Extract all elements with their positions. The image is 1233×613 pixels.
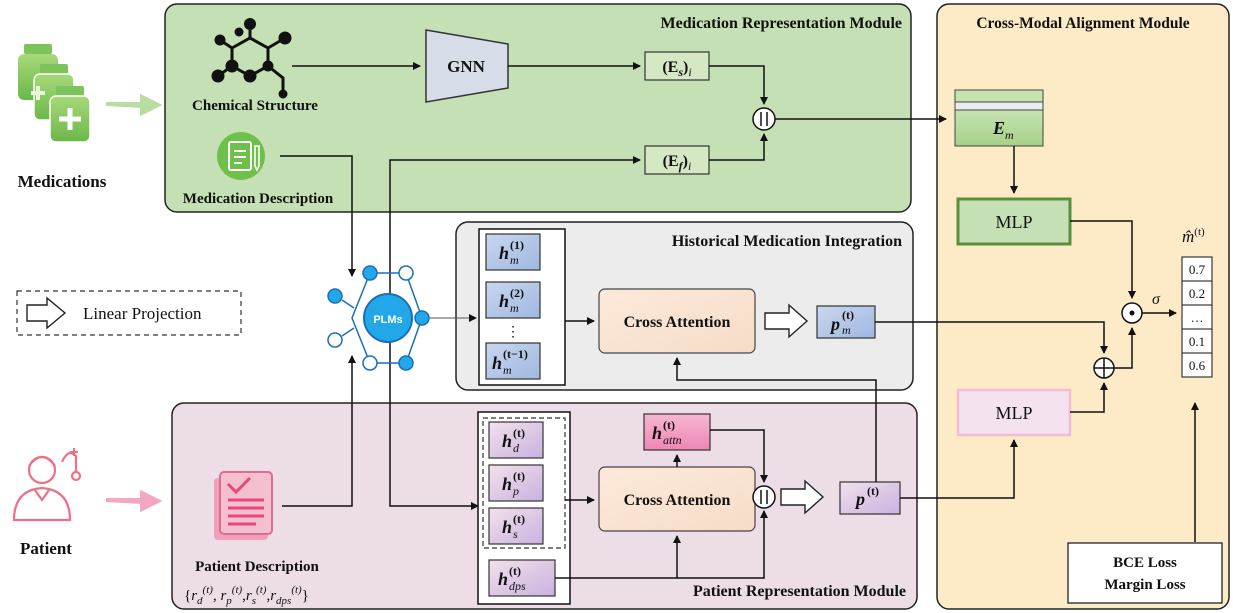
h-p-box: h p (t) (488, 464, 544, 502)
patient-h-dashed-group (482, 417, 566, 549)
plus-operator (1093, 357, 1115, 379)
svg-text:(2): (2) (510, 286, 524, 300)
medications-icon (18, 44, 91, 143)
m-hat-label: m̂(t) (1182, 226, 1205, 246)
plms-node (327, 265, 430, 371)
svg-text:p: p (829, 314, 840, 334)
p-box: p (t) (839, 481, 901, 515)
svg-text:(1): (1) (510, 238, 524, 252)
e-m-block: E m (954, 89, 1044, 147)
output-value: 0.1 (1189, 334, 1205, 349)
svg-text:d: d (513, 441, 520, 455)
svg-text:h: h (502, 431, 512, 451)
svg-text:(t): (t) (842, 308, 854, 322)
svg-text:h: h (502, 517, 512, 537)
h-m-1-box: h m (1) (485, 233, 541, 271)
h-ellipsis: ⋮ (506, 325, 520, 340)
medication-module-title: Medication Representation Module (661, 15, 902, 32)
patient-description-formula: {rd(t), rp(t),rs(t),rdps(t)} (184, 584, 309, 607)
p-m-box: p m (t) (816, 305, 876, 339)
h-m-t-1-box: h m (t−1) (485, 342, 541, 380)
chemical-structure-icon (211, 18, 292, 99)
historical-cross-attention-label: Cross Attention (624, 314, 731, 331)
svg-text:h: h (502, 474, 512, 494)
patient-description-label: Patient Description (195, 559, 319, 575)
svg-text:h: h (498, 569, 508, 589)
svg-text:m: m (510, 301, 519, 315)
concat-operator-bottom (752, 485, 776, 509)
patient-description-icon (214, 471, 273, 540)
plms-label: PLMs (373, 314, 402, 326)
svg-text:(t): (t) (509, 564, 521, 578)
svg-text:(t−1): (t−1) (503, 347, 528, 361)
concat-operator-top (752, 107, 776, 131)
h-m-2-box: h m (2) (485, 281, 541, 319)
medication-description-icon (217, 132, 265, 180)
dot-operator (1121, 302, 1143, 324)
svg-text:s: s (513, 527, 518, 541)
patient-module-title: Patient Representation Module (693, 583, 906, 600)
h-attn-box: h attn (t) (643, 413, 711, 451)
output-value: … (1191, 310, 1204, 325)
output-cell (1181, 352, 1213, 378)
svg-text:(t): (t) (513, 426, 525, 440)
projection-arrow-historical (764, 303, 809, 339)
svg-text:(t): (t) (513, 512, 525, 526)
h-d-box: h d (t) (488, 421, 544, 459)
patient-arrow (105, 489, 163, 513)
projection-arrow-patient (780, 479, 825, 515)
cross-modal-module-title: Cross-Modal Alignment Module (976, 15, 1189, 32)
svg-text:dps: dps (509, 579, 526, 593)
svg-text:m: m (503, 363, 512, 377)
patient-label: Patient (20, 539, 72, 558)
historical-cross-attention-box (598, 288, 756, 354)
svg-text:m: m (1005, 128, 1014, 142)
ef-box (644, 145, 710, 175)
medication-description-label: Medication Description (183, 191, 334, 207)
output-value: 0.7 (1189, 262, 1206, 277)
mlp-bottom-box (956, 388, 1072, 437)
gnn-block (425, 29, 509, 103)
h-s-box: h s (t) (488, 507, 544, 545)
output-cell (1181, 304, 1213, 330)
medications-label: Medications (18, 172, 107, 191)
historical-module-title: Historical Medication Integration (672, 233, 902, 250)
patient-icon (12, 448, 82, 522)
es-label: (Es)i (662, 59, 691, 79)
sigma-label: σ (1152, 291, 1161, 308)
svg-text:p: p (854, 489, 865, 509)
svg-text:h: h (499, 243, 509, 263)
loss-box (1067, 542, 1223, 604)
svg-text:h: h (499, 291, 509, 311)
output-value: 0.6 (1189, 358, 1206, 373)
svg-text:(t): (t) (513, 469, 525, 483)
cross-modal-module-bg (936, 3, 1230, 610)
chemical-structure-label: Chemical Structure (192, 98, 318, 114)
medications-arrow (105, 93, 163, 117)
output-value: 0.2 (1189, 286, 1205, 301)
svg-text:p: p (512, 484, 519, 498)
legend-label: Linear Projection (83, 304, 202, 323)
svg-text:(t): (t) (867, 484, 879, 498)
svg-text:m: m (510, 253, 519, 267)
svg-text:h: h (652, 423, 662, 443)
bce-loss-label: BCE Loss (1113, 555, 1177, 571)
mlp-top-label: MLP (995, 212, 1032, 232)
svg-text:h: h (492, 353, 502, 373)
patient-cross-attention-label: Cross Attention (624, 492, 731, 509)
gnn-label: GNN (447, 57, 486, 76)
margin-loss-label: Margin Loss (1104, 577, 1185, 593)
svg-text:(t): (t) (663, 418, 675, 432)
svg-text:E: E (992, 118, 1005, 138)
linear-projection-arrow-icon (26, 296, 67, 330)
ef-label: (Ef)i (663, 153, 692, 173)
mlp-bottom-label: MLP (995, 403, 1032, 423)
svg-text:attn: attn (663, 433, 682, 447)
svg-text:m: m (842, 323, 851, 337)
h-dps-box: h dps (t) (488, 559, 556, 597)
output-vector: 0.7 0.2 … 0.1 0.6 (1181, 256, 1213, 378)
